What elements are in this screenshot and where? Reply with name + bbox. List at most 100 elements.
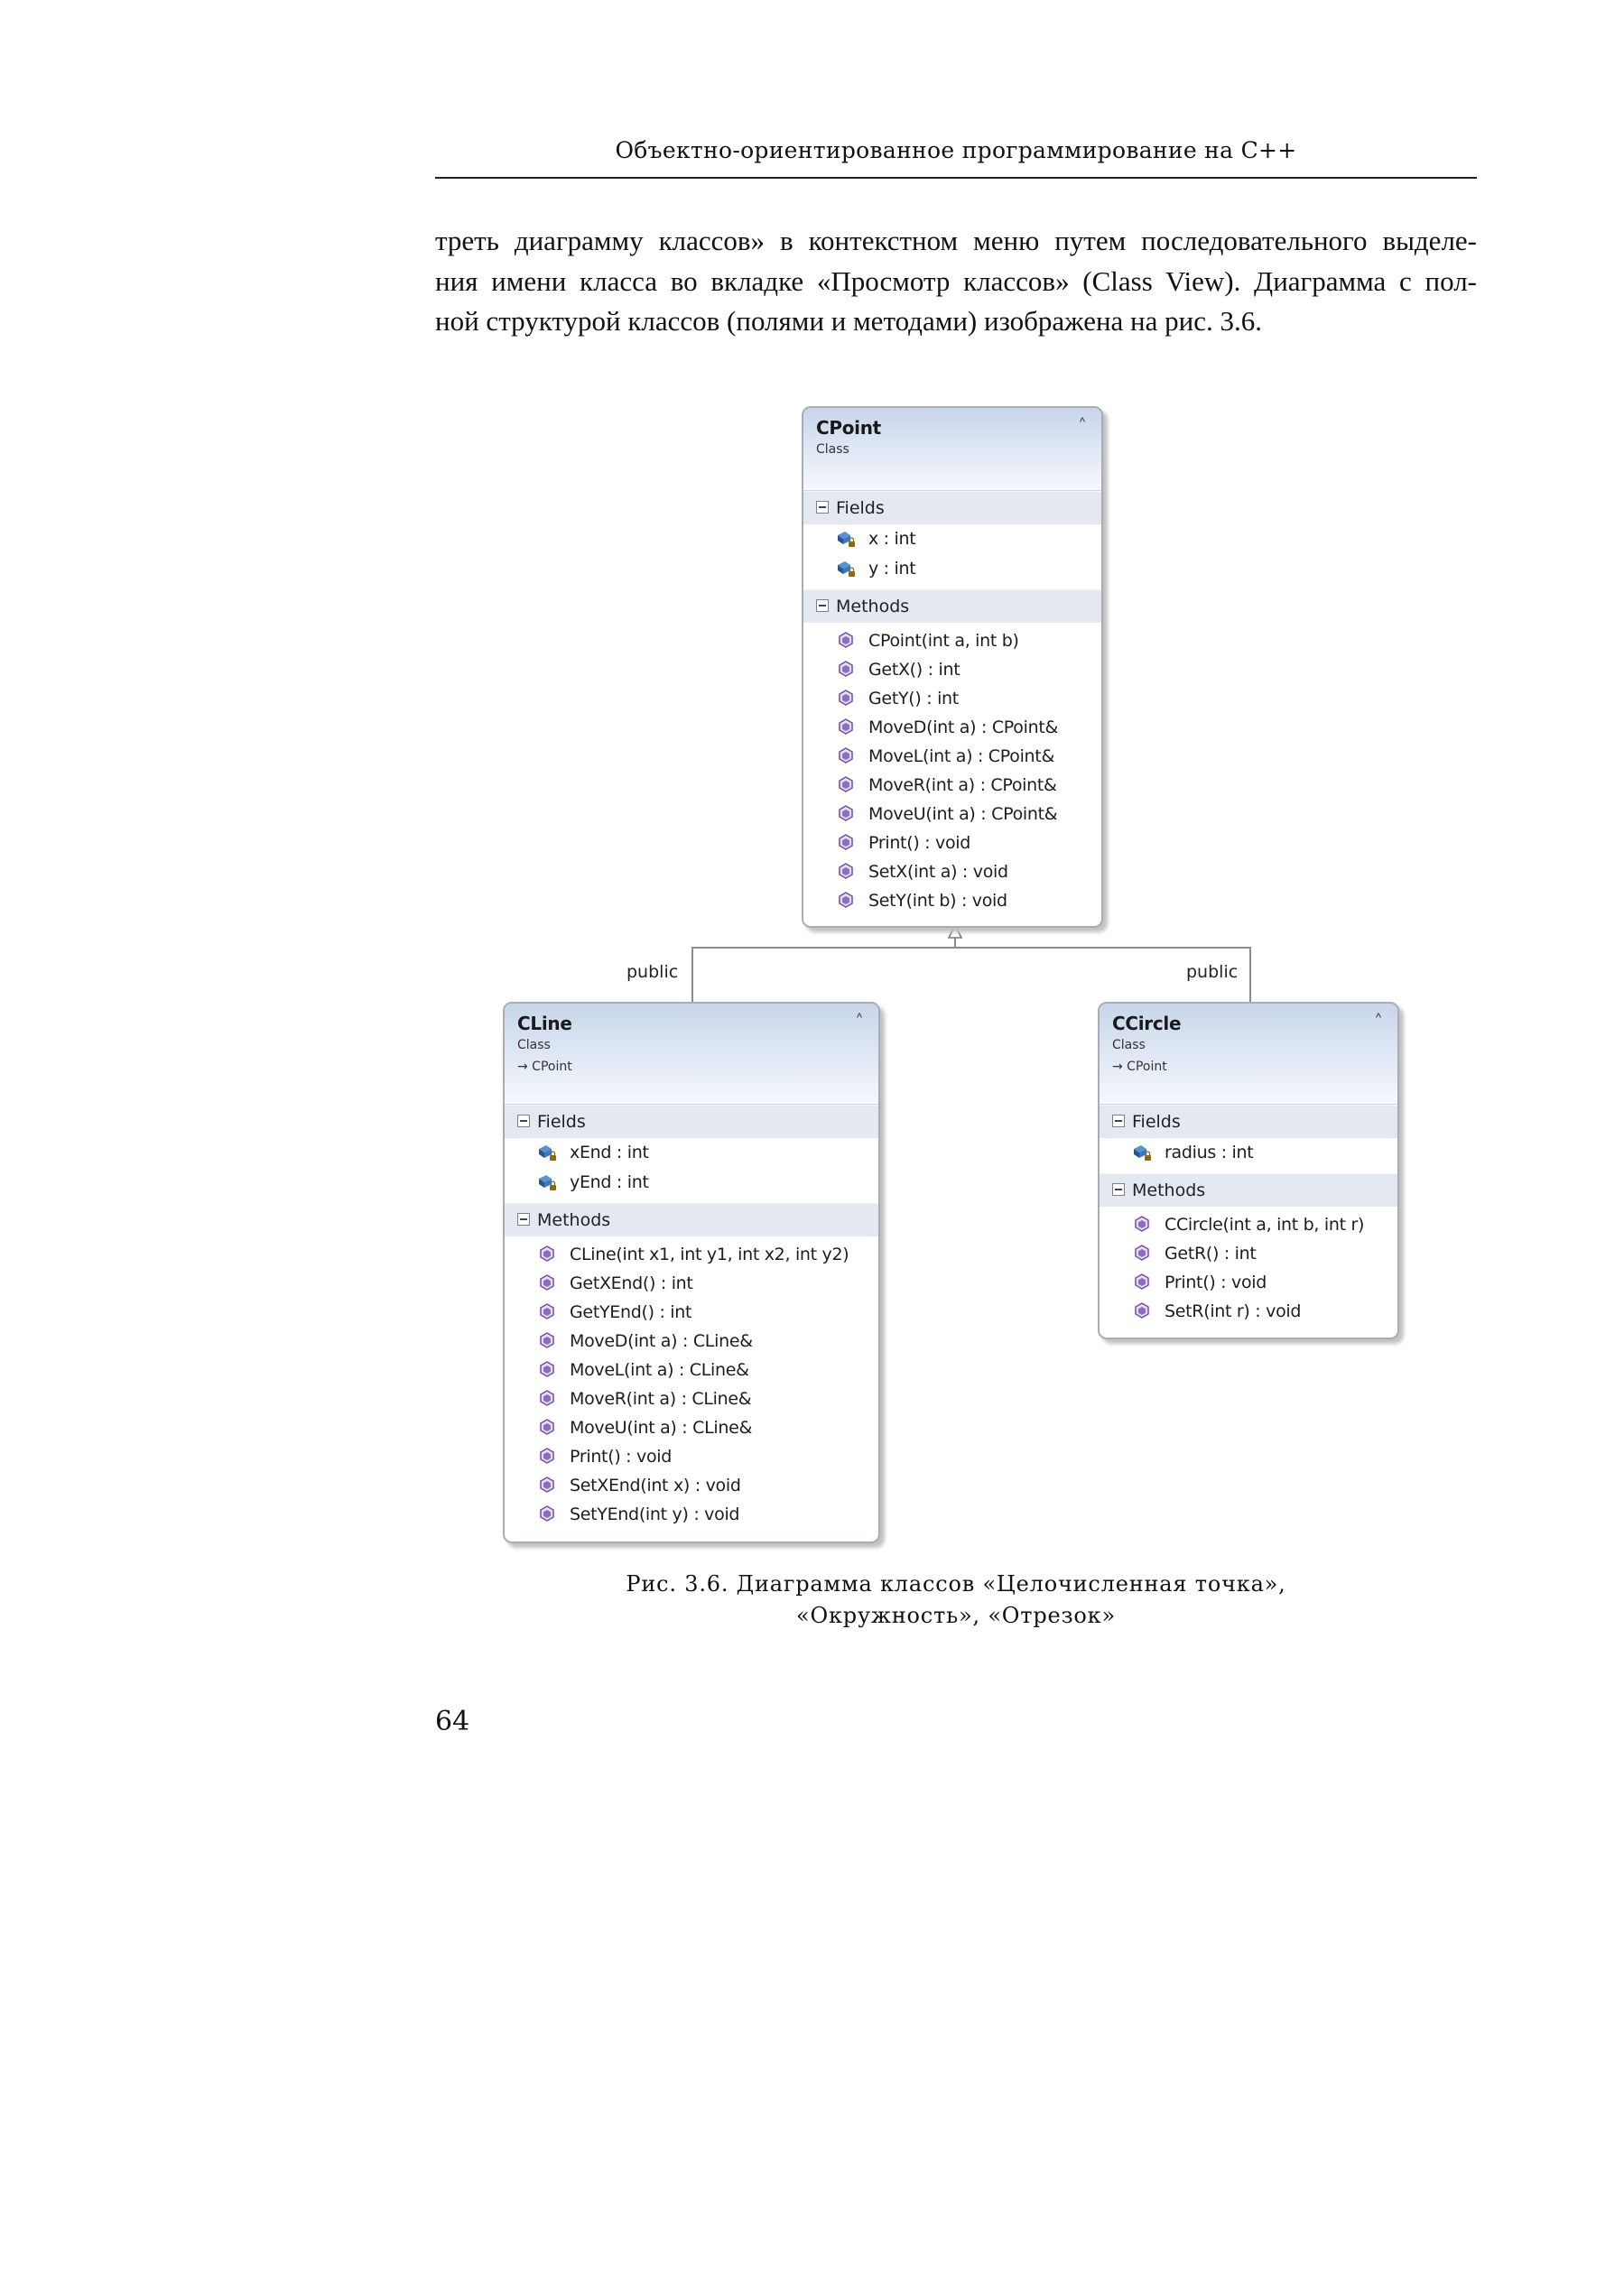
method-item[interactable]: GetR() : int bbox=[1100, 1239, 1397, 1268]
method-item[interactable]: CCircle(int a, int b, int r) bbox=[1100, 1210, 1397, 1239]
member-label: y : int bbox=[868, 559, 916, 579]
member-label: GetX() : int bbox=[868, 660, 960, 680]
fields-section-header[interactable]: Fields bbox=[505, 1105, 878, 1138]
member-label: GetXEnd() : int bbox=[570, 1273, 693, 1293]
class-name: CPoint bbox=[816, 417, 881, 439]
method-item[interactable]: Print() : void bbox=[505, 1442, 878, 1471]
member-label: MoveL(int a) : CPoint& bbox=[868, 746, 1054, 766]
caption-line: «Окружность», «Отрезок» bbox=[796, 1603, 1116, 1628]
class-kind: Class bbox=[1112, 1038, 1146, 1052]
methods-section-header[interactable]: Methods bbox=[505, 1203, 878, 1236]
methods-section-header[interactable]: Methods bbox=[1100, 1173, 1397, 1207]
field-list: xEnd : int yEnd : int bbox=[505, 1138, 878, 1203]
method-item[interactable]: MoveL(int a) : CPoint& bbox=[803, 742, 1101, 771]
inheritance-label-cline: public bbox=[626, 962, 679, 982]
page-number: 64 bbox=[435, 1706, 470, 1737]
method-item[interactable]: SetX(int a) : void bbox=[803, 857, 1101, 886]
caption-line: Рис. 3.6. Диаграмма классов «Целочисленн… bbox=[626, 1571, 1286, 1597]
method-icon bbox=[836, 861, 856, 881]
minus-toggle-icon[interactable] bbox=[816, 500, 829, 514]
method-item[interactable]: SetY(int b) : void bbox=[803, 886, 1101, 915]
fields-section-header[interactable]: Fields bbox=[1100, 1105, 1397, 1138]
method-item[interactable]: CLine(int x1, int y1, int x2, int y2) bbox=[505, 1240, 878, 1269]
method-item[interactable]: SetYEnd(int y) : void bbox=[505, 1500, 878, 1529]
field-item[interactable]: x : int bbox=[803, 524, 1101, 554]
member-label: MoveD(int a) : CPoint& bbox=[868, 718, 1058, 737]
private-field-icon bbox=[836, 558, 856, 578]
method-item[interactable]: MoveU(int a) : CPoint& bbox=[803, 800, 1101, 829]
field-item[interactable]: yEnd : int bbox=[505, 1168, 878, 1198]
method-item[interactable]: GetY() : int bbox=[803, 684, 1101, 713]
member-label: MoveU(int a) : CLine& bbox=[570, 1418, 752, 1438]
minus-toggle-icon[interactable] bbox=[816, 598, 829, 612]
method-icon bbox=[836, 688, 856, 708]
member-label: MoveD(int a) : CLine& bbox=[570, 1331, 753, 1351]
private-field-icon bbox=[537, 1171, 557, 1191]
method-icon bbox=[537, 1446, 557, 1466]
member-label: MoveL(int a) : CLine& bbox=[570, 1360, 749, 1380]
method-icon bbox=[537, 1301, 557, 1321]
collapse-chevron-icon[interactable]: ˄ bbox=[855, 1011, 864, 1032]
field-item[interactable]: radius : int bbox=[1100, 1138, 1397, 1168]
running-head: Объектно-ориентированное программировани… bbox=[615, 137, 1297, 163]
member-label: Print() : void bbox=[868, 833, 971, 853]
method-item[interactable]: GetXEnd() : int bbox=[505, 1269, 878, 1298]
method-item[interactable]: SetXEnd(int x) : void bbox=[505, 1471, 878, 1500]
methods-section-header[interactable]: Methods bbox=[803, 589, 1101, 623]
fields-section-header[interactable]: Fields bbox=[803, 491, 1101, 524]
header-rule bbox=[435, 177, 1477, 179]
method-icon bbox=[537, 1359, 557, 1379]
member-label: SetY(int b) : void bbox=[868, 891, 1007, 911]
member-label: GetR() : int bbox=[1165, 1244, 1257, 1264]
method-icon bbox=[537, 1388, 557, 1408]
body-paragraph: треть диаграмму классов» в контекстном м… bbox=[435, 221, 1477, 342]
minus-toggle-icon[interactable] bbox=[517, 1114, 530, 1127]
method-item[interactable]: CPoint(int a, int b) bbox=[803, 626, 1101, 655]
method-item[interactable]: MoveR(int a) : CPoint& bbox=[803, 771, 1101, 800]
method-item[interactable]: MoveD(int a) : CLine& bbox=[505, 1327, 878, 1356]
field-item[interactable]: xEnd : int bbox=[505, 1138, 878, 1168]
field-item[interactable]: y : int bbox=[803, 554, 1101, 584]
method-item[interactable]: Print() : void bbox=[1100, 1268, 1397, 1297]
member-label: Print() : void bbox=[1165, 1273, 1267, 1292]
inheritance-branch-left bbox=[691, 947, 693, 1004]
method-item[interactable]: MoveD(int a) : CPoint& bbox=[803, 713, 1101, 742]
class-box-cline[interactable]: CLine Class → CPoint ˄ Fields xEnd : int… bbox=[503, 1002, 880, 1543]
section-label: Methods bbox=[836, 597, 910, 616]
method-item[interactable]: Print() : void bbox=[803, 829, 1101, 857]
method-icon bbox=[836, 630, 856, 650]
minus-toggle-icon[interactable] bbox=[517, 1212, 530, 1226]
collapse-chevron-icon[interactable]: ˄ bbox=[1078, 415, 1087, 437]
method-item[interactable]: MoveL(int a) : CLine& bbox=[505, 1356, 878, 1384]
member-label: GetY() : int bbox=[868, 689, 959, 708]
method-list: CLine(int x1, int y1, int x2, int y2) Get… bbox=[505, 1236, 878, 1534]
field-list: x : int y : int bbox=[803, 524, 1101, 589]
base-class: → CPoint bbox=[1112, 1060, 1167, 1074]
base-class: → CPoint bbox=[517, 1060, 572, 1074]
method-item[interactable]: MoveR(int a) : CLine& bbox=[505, 1384, 878, 1413]
member-label: xEnd : int bbox=[570, 1143, 649, 1162]
inheritance-arrowhead bbox=[947, 924, 963, 939]
member-label: yEnd : int bbox=[570, 1172, 649, 1192]
body-line: треть диаграмму классов» в контекстном м… bbox=[435, 225, 1477, 256]
method-icon bbox=[1132, 1272, 1152, 1292]
member-label: GetYEnd() : int bbox=[570, 1302, 692, 1322]
field-list: radius : int bbox=[1100, 1138, 1397, 1173]
method-list: CCircle(int a, int b, int r) GetR() : int… bbox=[1100, 1207, 1397, 1331]
method-icon bbox=[836, 890, 856, 910]
minus-toggle-icon[interactable] bbox=[1112, 1182, 1125, 1196]
method-icon bbox=[537, 1330, 557, 1350]
method-item[interactable]: SetR(int r) : void bbox=[1100, 1297, 1397, 1326]
method-item[interactable]: GetYEnd() : int bbox=[505, 1298, 878, 1327]
method-item[interactable]: MoveU(int a) : CLine& bbox=[505, 1413, 878, 1442]
class-box-ccircle[interactable]: CCircle Class → CPoint ˄ Fields radius :… bbox=[1098, 1002, 1399, 1339]
minus-toggle-icon[interactable] bbox=[1112, 1114, 1125, 1127]
member-label: SetR(int r) : void bbox=[1165, 1301, 1302, 1321]
method-icon bbox=[836, 745, 856, 765]
collapse-chevron-icon[interactable]: ˄ bbox=[1374, 1011, 1383, 1032]
class-name: CLine bbox=[517, 1013, 572, 1034]
method-item[interactable]: GetX() : int bbox=[803, 655, 1101, 684]
section-label: Methods bbox=[1132, 1180, 1206, 1200]
section-label: Fields bbox=[537, 1112, 586, 1132]
